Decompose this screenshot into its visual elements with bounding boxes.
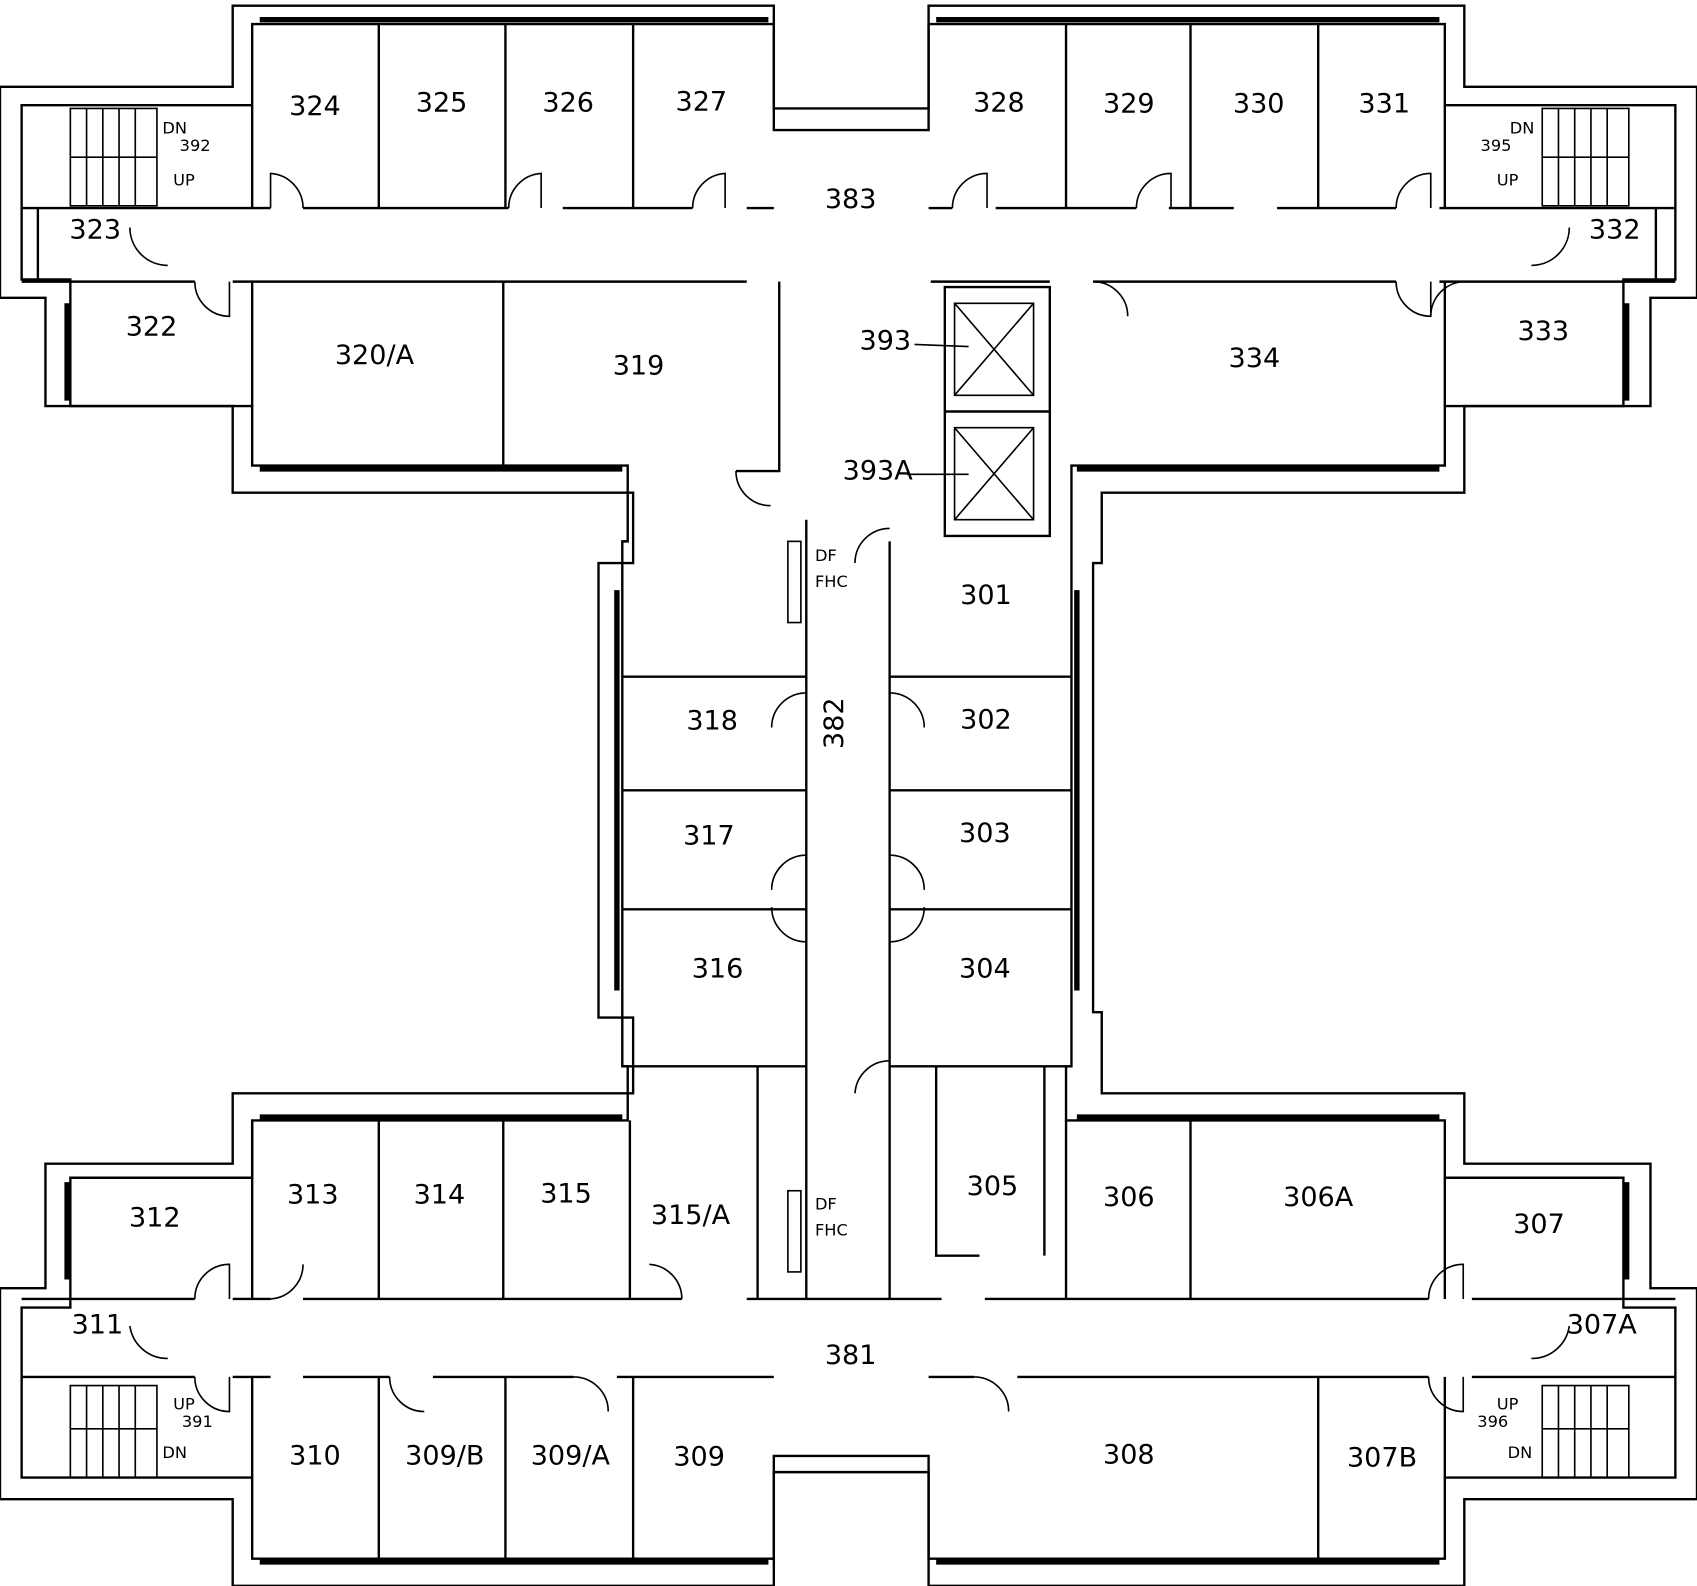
room-322: 322 (126, 312, 178, 343)
partitions (21, 24, 1676, 1559)
room-332: 332 (1589, 214, 1641, 245)
room-312: 312 (129, 1202, 181, 1233)
room-324: 324 (289, 91, 341, 122)
room-382: 382 (819, 697, 850, 749)
room-309b: 309/B (405, 1440, 484, 1471)
stair-391-label: 391 (182, 1412, 213, 1431)
room-305: 305 (967, 1171, 1019, 1202)
room-318: 318 (686, 706, 738, 737)
stair-396-label: 396 (1477, 1412, 1508, 1431)
drinking-fountain-label: DF (815, 1194, 837, 1213)
room-334: 334 (1229, 343, 1281, 374)
stair-up-label: UP (1497, 1395, 1519, 1414)
stair-dn-label: DN (162, 119, 187, 138)
stair-icon (69, 107, 1630, 1479)
stair-dn-label: DN (1510, 119, 1535, 138)
room-320a: 320/A (335, 340, 415, 371)
room-313: 313 (287, 1180, 339, 1211)
fire-hose-cabinet-icon (787, 540, 802, 1273)
interior-wall-outline (20, 22, 1677, 1560)
room-307a: 307A (1567, 1310, 1638, 1341)
room-311: 311 (72, 1310, 124, 1341)
room-307: 307 (1513, 1209, 1565, 1240)
room-314: 314 (414, 1180, 466, 1211)
room-383: 383 (825, 184, 877, 215)
room-304: 304 (959, 953, 1011, 984)
stair-up-label: UP (173, 170, 195, 189)
room-319: 319 (613, 351, 665, 382)
room-303: 303 (959, 818, 1011, 849)
room-309: 309 (673, 1442, 725, 1473)
room-329: 329 (1103, 89, 1155, 120)
elevator-icon (906, 302, 1035, 521)
room-316: 316 (692, 953, 744, 984)
stair-up-label: UP (1497, 170, 1519, 189)
room-309a: 309/A (531, 1440, 611, 1471)
room-306: 306 (1103, 1182, 1155, 1213)
room-393a: 393A (843, 456, 914, 487)
room-393: 393 (859, 326, 911, 357)
room-302: 302 (960, 705, 1012, 736)
stair-up-label: UP (173, 1395, 195, 1414)
room-307b: 307B (1347, 1443, 1417, 1474)
room-306a: 306A (1283, 1182, 1354, 1213)
room-315a: 315/A (651, 1200, 731, 1231)
stair-dn-label: DN (1508, 1443, 1533, 1462)
windows (64, 17, 1630, 1565)
room-325: 325 (416, 88, 468, 119)
room-315: 315 (540, 1179, 592, 1210)
stair-392-label: 392 (180, 136, 211, 155)
room-381: 381 (825, 1340, 877, 1371)
room-310: 310 (289, 1440, 341, 1471)
room-308: 308 (1103, 1439, 1155, 1470)
room-317: 317 (683, 820, 735, 851)
door-swings (129, 172, 1571, 1413)
room-327: 327 (675, 87, 727, 118)
room-328: 328 (973, 88, 1025, 119)
drinking-fountain-label: DF (815, 546, 837, 565)
stair-395-label: 395 (1481, 136, 1512, 155)
room-331: 331 (1358, 89, 1410, 120)
stair-dn-label: DN (162, 1443, 187, 1462)
room-323: 323 (69, 214, 121, 245)
fire-hose-cabinet-label: FHC (815, 1220, 848, 1239)
room-326: 326 (542, 88, 594, 119)
fire-hose-cabinet-label: FHC (815, 572, 848, 591)
room-333: 333 (1518, 316, 1570, 347)
room-301: 301 (960, 580, 1012, 611)
room-330: 330 (1233, 89, 1285, 120)
